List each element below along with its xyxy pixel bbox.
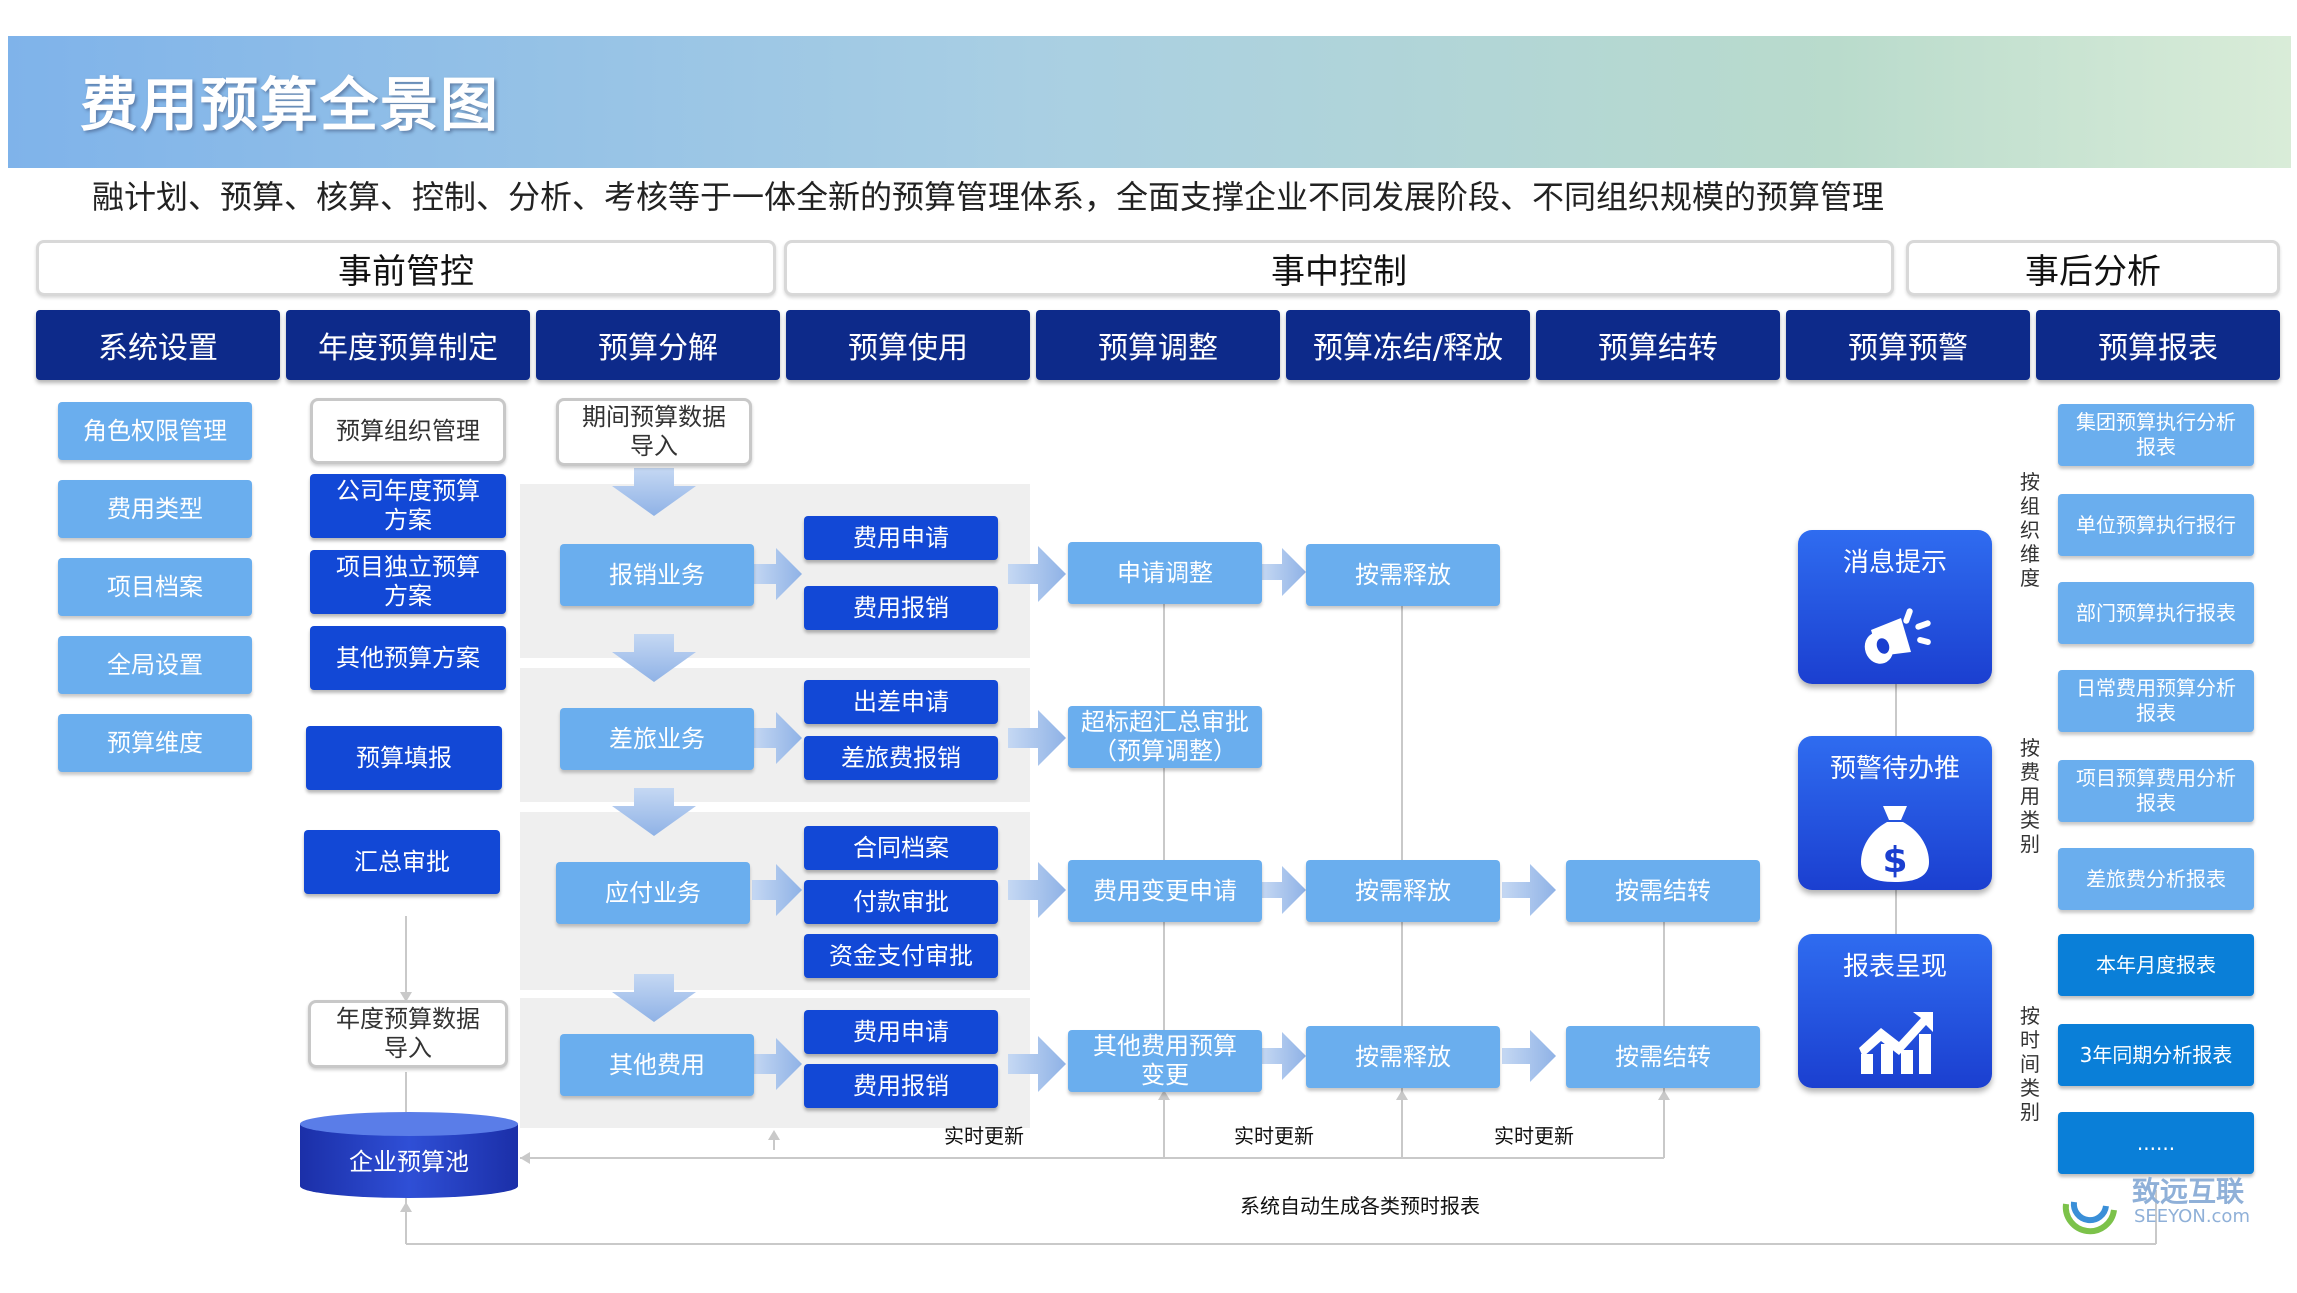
growth-chart-icon [1859,1012,1933,1074]
realtime-update-note-1: 实时更新 [944,1124,1024,1148]
budget-pool-cylinder [300,1112,518,1198]
stage-freeze-release: 预算冻结/释放 [1286,310,1530,380]
stage-adjust: 预算调整 [1036,310,1280,380]
money-bag-icon: $ [1861,806,1929,882]
budget-pool-label: 企业预算池 [349,1148,469,1176]
card-alert-todo[interactable]: 预警待办推 $ [1798,736,1992,890]
setting-budget-dimension[interactable]: 预算维度 [58,714,252,772]
page-title: 费用预算全景图 [80,71,501,139]
stage-carry-over: 预算结转 [1536,310,1780,380]
realtime-update-note-2: 实时更新 [1234,1124,1314,1148]
stage-annual-budget: 年度预算制定 [286,310,530,380]
release-on-demand-1[interactable]: 按需释放 [1306,544,1500,606]
auto-report-note: 系统自动生成各类预时报表 [1240,1194,1480,1218]
card-message-title: 消息提示 [1842,548,1947,578]
usage-contract-archive[interactable]: 合同档案 [804,826,998,870]
report-monthly[interactable]: 本年月度报表 [2058,934,2254,996]
logo-name: 致远互联 [2132,1175,2245,1208]
stage-usage: 预算使用 [786,310,1030,380]
usage-expense-reimburse[interactable]: 费用报销 [804,586,998,630]
realtime-update-note-3: 实时更新 [1494,1124,1574,1148]
card-report-title: 报表呈现 [1842,952,1947,982]
report-group-org: 按组织维度 [2020,470,2040,590]
report-department-execution[interactable]: 部门预算执行报表 [2058,582,2254,644]
summary-approval[interactable]: 汇总审批 [304,830,500,894]
stage-alert: 预算预警 [1786,310,2030,380]
phase-after: 事后分析 [1906,240,2280,296]
setting-role-permission[interactable]: 角色权限管理 [58,402,252,460]
usage-other-expense-apply[interactable]: 费用申请 [804,1010,998,1054]
budget-org-management[interactable]: 预算组织管理 [310,398,506,464]
adjust-expense-change[interactable]: 费用变更申请 [1068,860,1262,922]
report-project-expense[interactable]: 项目预算费用分析报表 [2058,760,2254,822]
setting-expense-type[interactable]: 费用类型 [58,480,252,538]
page-subtitle: 融计划、预算、核算、控制、分析、考核等于一体全新的预算管理体系，全面支撑企业不同… [92,178,1885,216]
usage-fund-payment-approval[interactable]: 资金支付审批 [804,934,998,978]
usage-other-expense-reimburse[interactable]: 费用报销 [804,1064,998,1108]
stage-system-settings: 系统设置 [36,310,280,380]
adjust-other-budget-change[interactable]: 其他费用预算变更 [1068,1030,1262,1092]
megaphone-icon [1864,608,1931,664]
header-banner [8,36,2291,168]
flow-reimburse[interactable]: 报销业务 [560,544,754,606]
brand-logo: 致远互联 SEEYON.com [2060,1170,2260,1240]
phase-during: 事中控制 [784,240,1894,296]
usage-expense-apply[interactable]: 费用申请 [804,516,998,560]
seeyon-logo-icon [2062,1201,2117,1235]
release-on-demand-2[interactable]: 按需释放 [1306,860,1500,922]
carry-on-demand-1[interactable]: 按需结转 [1566,860,1760,922]
report-more[interactable]: ...... [2058,1112,2254,1174]
project-independent-plan[interactable]: 项目独立预算方案 [310,550,506,614]
setting-global[interactable]: 全局设置 [58,636,252,694]
svg-text:$: $ [1882,840,1907,881]
report-group-expense: 按费用类别 [2020,736,2040,856]
flow-payable[interactable]: 应付业务 [556,862,750,924]
report-group-execution[interactable]: 集团预算执行分析报表 [2058,404,2254,466]
flow-travel[interactable]: 差旅业务 [560,708,754,770]
report-travel-expense[interactable]: 差旅费分析报表 [2058,848,2254,910]
stage-report: 预算报表 [2036,310,2280,380]
report-group-time: 按时间类别 [2020,1004,2040,1124]
usage-trip-apply[interactable]: 出差申请 [804,680,998,724]
report-3-year-comparison[interactable]: 3年同期分析报表 [2058,1024,2254,1086]
stage-decompose: 预算分解 [536,310,780,380]
release-on-demand-3[interactable]: 按需释放 [1306,1026,1500,1088]
report-daily-expense[interactable]: 日常费用预算分析报表 [2058,670,2254,732]
usage-travel-reimburse[interactable]: 差旅费报销 [804,736,998,780]
logo-domain: SEEYON.com [2134,1206,2250,1227]
carry-on-demand-2[interactable]: 按需结转 [1566,1026,1760,1088]
report-unit-execution[interactable]: 单位预算执行报行 [2058,494,2254,556]
budget-fill[interactable]: 预算填报 [306,726,502,790]
annual-data-import[interactable]: 年度预算数据导入 [308,1000,508,1068]
adjust-over-limit-approval[interactable]: 超标超汇总审批（预算调整） [1068,706,1262,768]
other-budget-plan[interactable]: 其他预算方案 [310,626,506,690]
card-report-display[interactable]: 报表呈现 [1798,934,1992,1088]
setting-project-archive[interactable]: 项目档案 [58,558,252,616]
phase-before: 事前管控 [36,240,776,296]
card-message-prompt[interactable]: 消息提示 [1798,530,1992,684]
card-alert-todo-title: 预警待办推 [1829,754,1960,784]
usage-payment-approval[interactable]: 付款审批 [804,880,998,924]
flow-other-expense[interactable]: 其他费用 [560,1034,754,1096]
company-annual-plan[interactable]: 公司年度预算方案 [310,474,506,538]
period-data-import[interactable]: 期间预算数据导入 [556,398,752,466]
adjust-apply[interactable]: 申请调整 [1068,542,1262,604]
